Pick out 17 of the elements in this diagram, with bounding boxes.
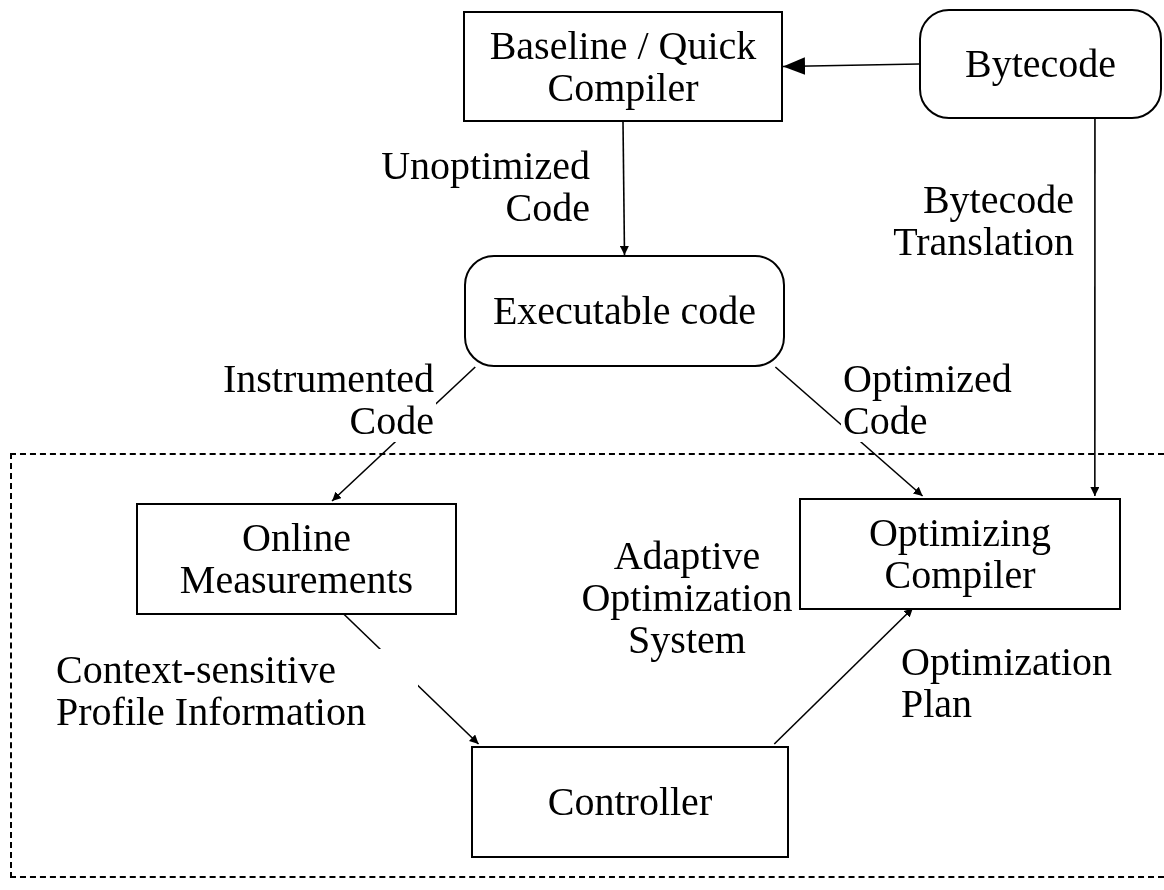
arrow — [782, 57, 920, 75]
rounded-box — [464, 255, 785, 367]
process-box — [463, 11, 783, 122]
node-label: Optimizing Compiler — [867, 512, 1053, 596]
arrow — [774, 366, 924, 497]
system-label: Adaptive Optimization System — [580, 535, 794, 661]
arrow — [619, 121, 629, 256]
node-label: Bytecode — [964, 43, 1117, 85]
node-label: Controller — [547, 781, 713, 823]
rounded-box — [919, 9, 1162, 119]
process-box — [471, 746, 789, 858]
node-label: Executable code — [492, 290, 757, 332]
node-label: Baseline / Quick Compiler — [488, 24, 758, 109]
process-box — [136, 503, 457, 615]
node-label: Online Measurements — [178, 517, 415, 601]
arrow — [1090, 118, 1100, 497]
process-box — [799, 498, 1121, 610]
